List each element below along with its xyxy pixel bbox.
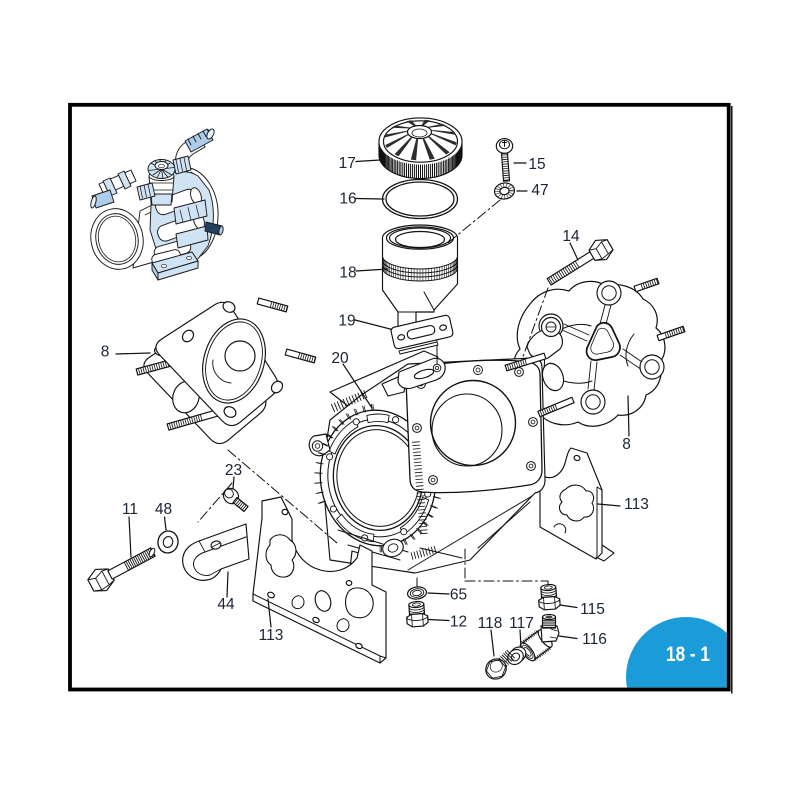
- svg-text:113: 113: [259, 627, 284, 644]
- svg-text:113: 113: [624, 496, 649, 513]
- svg-text:14: 14: [562, 228, 580, 245]
- svg-text:12: 12: [450, 614, 467, 631]
- svg-text:15: 15: [528, 156, 545, 173]
- svg-text:44: 44: [217, 596, 235, 613]
- svg-text:18: 18: [339, 265, 356, 282]
- svg-text:20: 20: [331, 350, 349, 367]
- svg-text:48: 48: [155, 501, 172, 518]
- svg-text:116: 116: [582, 631, 607, 648]
- svg-text:118: 118: [478, 615, 503, 632]
- svg-text:16: 16: [339, 191, 356, 208]
- svg-text:23: 23: [225, 462, 242, 479]
- svg-text:11: 11: [122, 501, 138, 518]
- svg-text:19: 19: [338, 313, 355, 330]
- svg-text:65: 65: [450, 587, 467, 604]
- svg-text:115: 115: [580, 601, 605, 618]
- svg-text:47: 47: [531, 182, 548, 199]
- svg-text:8: 8: [622, 436, 631, 453]
- svg-text:17: 17: [339, 155, 356, 172]
- svg-text:18 - 1: 18 - 1: [666, 643, 710, 666]
- svg-text:117: 117: [509, 615, 534, 632]
- svg-text:8: 8: [101, 344, 110, 361]
